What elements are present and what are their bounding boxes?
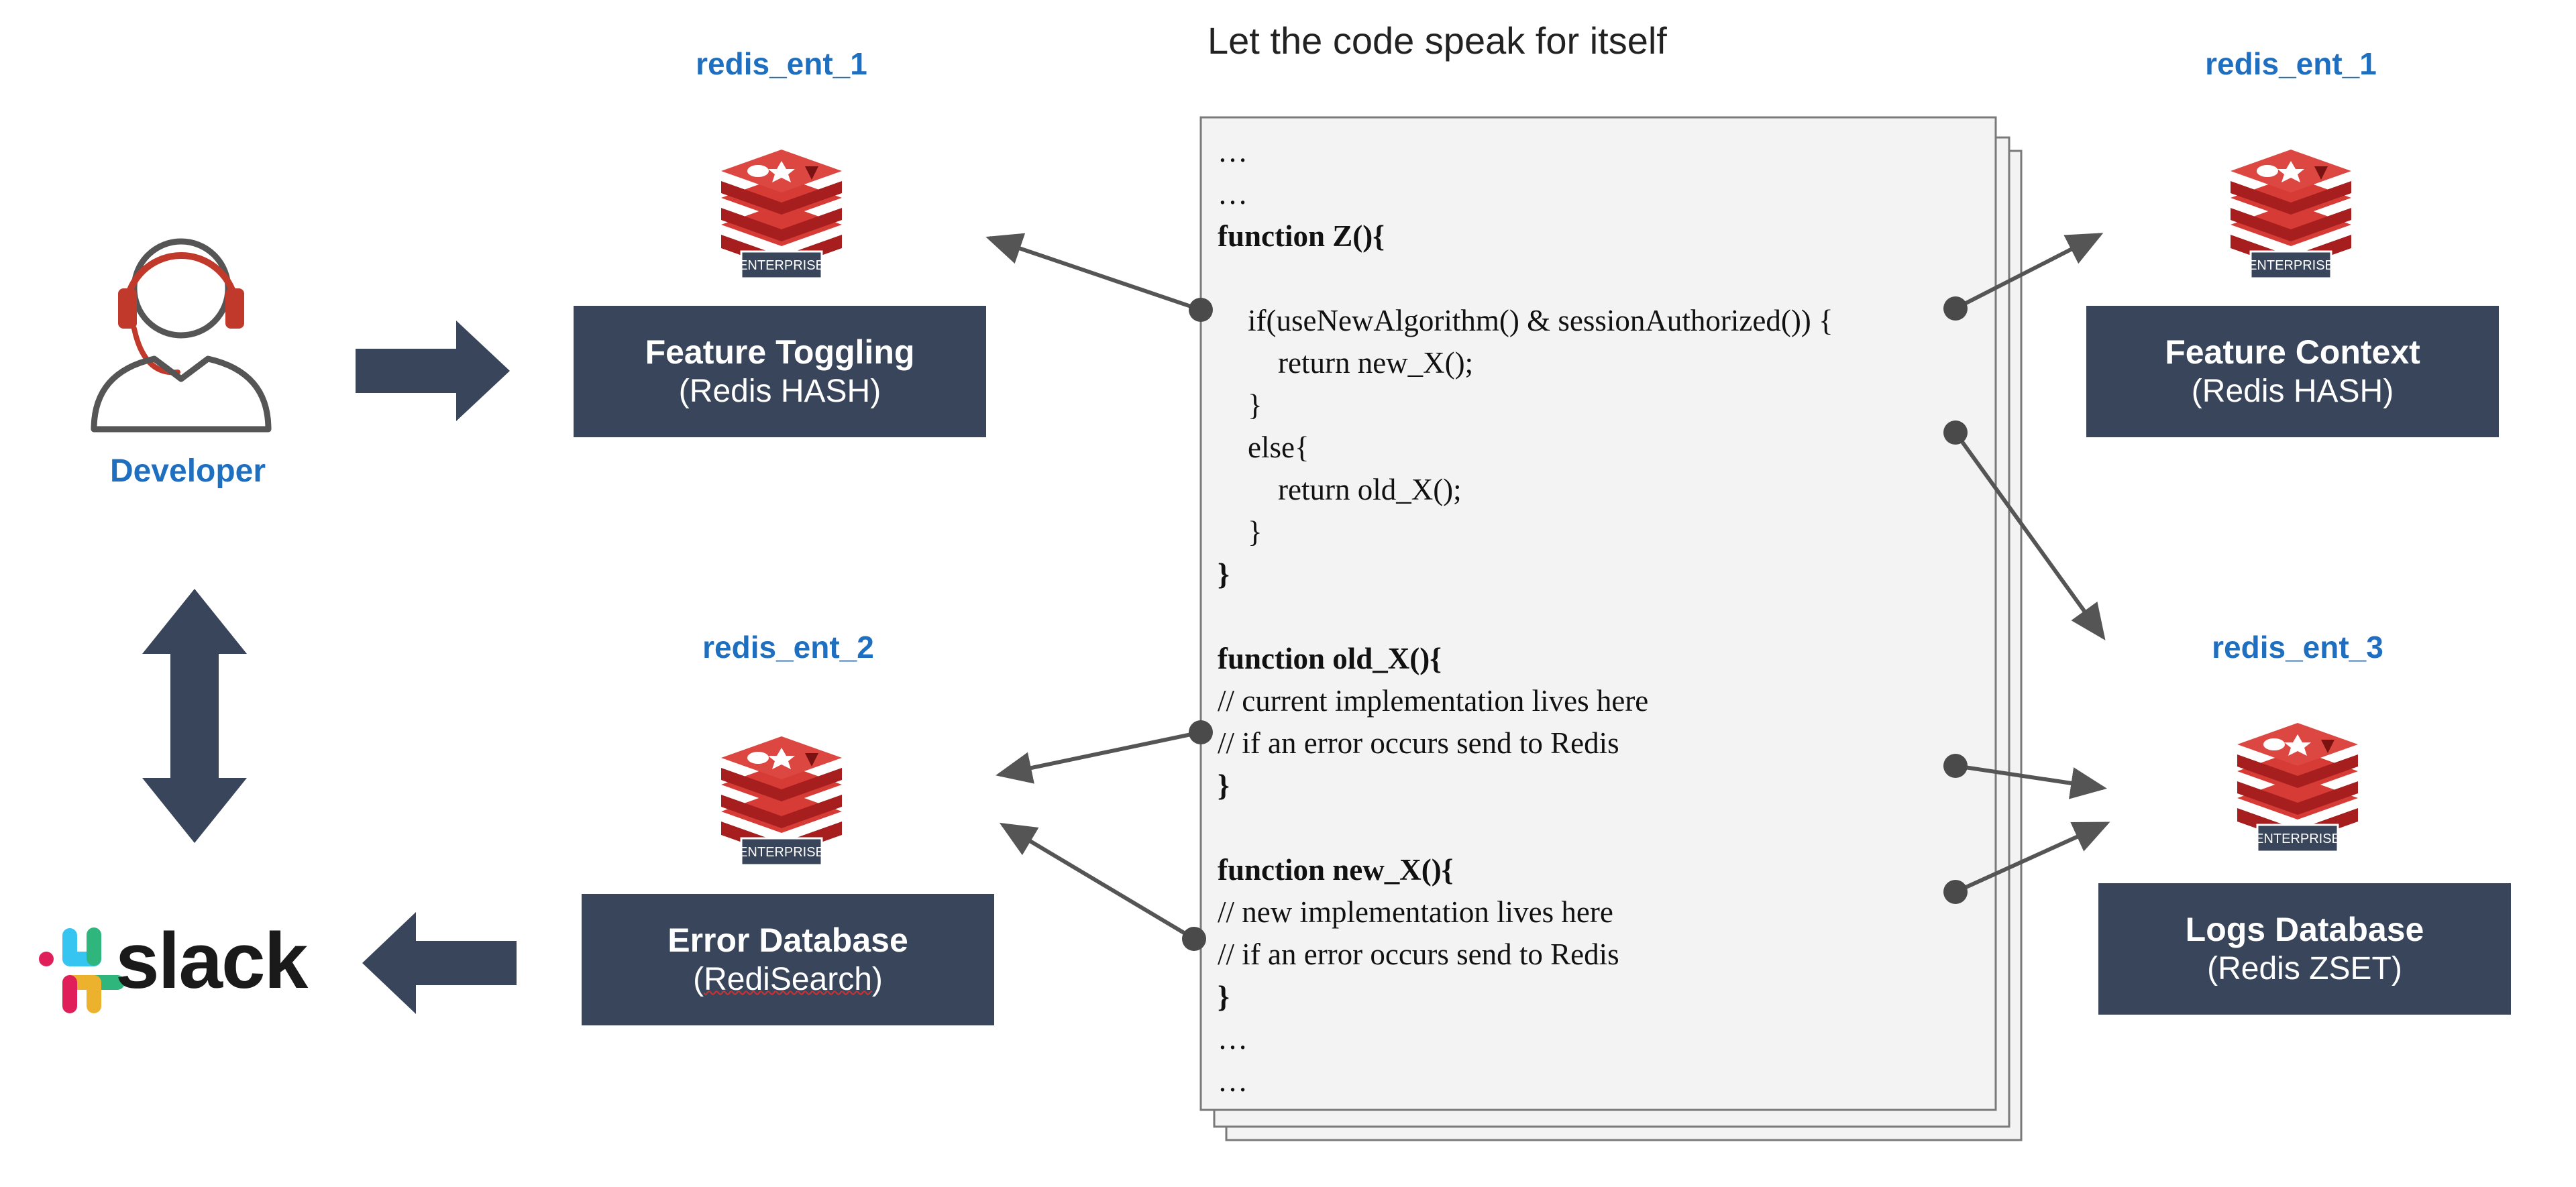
code-line: function new_X(){ bbox=[1218, 853, 1454, 887]
code-page-front bbox=[1199, 116, 1997, 1111]
feature-context-subtitle: (Redis HASH) bbox=[2191, 374, 2394, 410]
instance-label-feature-toggling: redis_ent_1 bbox=[696, 46, 867, 81]
code-line: // current implementation lives here bbox=[1218, 684, 1649, 718]
connector-dot bbox=[1189, 298, 1213, 322]
code-line: if(useNewAlgorithm() & sessionAuthorized… bbox=[1218, 304, 1833, 337]
code-line: return new_X(); bbox=[1218, 346, 1474, 380]
redis-enterprise-logo-icon: ENTERPRISE bbox=[721, 736, 842, 866]
code-line: … bbox=[1218, 177, 1248, 211]
code-line: } bbox=[1218, 980, 1230, 1013]
error-database-box: Error Database (RediSearch) bbox=[582, 894, 994, 1025]
redis-enterprise-logo-icon: ENTERPRISE bbox=[721, 150, 842, 280]
feature-context-box: Feature Context (Redis HASH) bbox=[2086, 306, 2499, 437]
code-line: function old_X(){ bbox=[1218, 642, 1442, 675]
code-line: } bbox=[1218, 515, 1263, 549]
code-line: … bbox=[1218, 1064, 1248, 1098]
connector-old-x-to-logs-db bbox=[1955, 764, 2107, 799]
developer-to-feature-toggling-arrow bbox=[356, 321, 510, 421]
connector-dot bbox=[1182, 927, 1206, 951]
logs-database-box: Logs Database (Redis ZSET) bbox=[2098, 883, 2511, 1015]
code-line bbox=[1218, 807, 1962, 849]
slack-wordmark: slack bbox=[115, 917, 308, 1005]
code-line: } bbox=[1218, 388, 1263, 422]
connector-new-x-to-error-db bbox=[999, 822, 1195, 941]
feature-toggling-subtitle: (Redis HASH) bbox=[678, 374, 881, 410]
feature-context-title: Feature Context bbox=[2165, 333, 2420, 372]
code-line: … bbox=[1218, 1022, 1248, 1056]
logs-database-subtitle: (Redis ZSET) bbox=[2207, 951, 2402, 987]
slack-logo-icon bbox=[39, 927, 125, 1013]
connector-z-to-logs-db bbox=[1953, 431, 2106, 640]
code-line: } bbox=[1218, 769, 1230, 802]
code-line: // new implementation lives here bbox=[1218, 895, 1613, 929]
enterprise-badge: ENTERPRISE bbox=[739, 845, 824, 860]
connector-dot bbox=[1943, 420, 1968, 445]
code-line bbox=[1218, 596, 1962, 638]
error-db-to-slack-arrow bbox=[362, 912, 517, 1014]
code-line: return old_X(); bbox=[1218, 473, 1462, 506]
diagram-title: Let the code speak for itself bbox=[1208, 19, 1667, 62]
connector-new-x-to-logs-db bbox=[1954, 822, 2110, 894]
code-line: function Z(){ bbox=[1218, 219, 1385, 253]
instance-label-logs-database: redis_ent_3 bbox=[2212, 630, 2383, 665]
enterprise-badge: ENTERPRISE bbox=[739, 258, 824, 273]
instance-label-error-database: redis_ent_2 bbox=[702, 630, 874, 665]
connector-z-to-feature-toggling bbox=[985, 233, 1201, 312]
code-line: // if an error occurs send to Redis bbox=[1218, 938, 1619, 971]
code-line: // if an error occurs send to Redis bbox=[1218, 726, 1619, 760]
error-database-subtitle: (RediSearch) bbox=[693, 962, 883, 998]
connector-dot bbox=[1189, 720, 1213, 744]
connector-z-to-feature-context bbox=[1954, 233, 2104, 310]
enterprise-badge: ENTERPRISE bbox=[2255, 832, 2341, 846]
developer-headset-icon bbox=[91, 238, 272, 433]
connector-old-x-to-error-db bbox=[996, 730, 1201, 784]
instance-label-feature-context: redis_ent_1 bbox=[2205, 46, 2377, 81]
developer-label: Developer bbox=[109, 453, 266, 489]
developer-slack-bidirectional-arrow bbox=[142, 589, 247, 843]
connector-dot bbox=[1943, 880, 1968, 904]
error-database-title: Error Database bbox=[667, 921, 908, 960]
connector-dot bbox=[1943, 296, 1968, 321]
code-line: … bbox=[1218, 135, 1248, 168]
feature-toggling-title: Feature Toggling bbox=[645, 333, 915, 372]
connector-dot bbox=[1943, 754, 1968, 778]
redis-enterprise-logo-icon: ENTERPRISE bbox=[2237, 723, 2358, 853]
code-line: else{ bbox=[1218, 431, 1309, 464]
enterprise-badge: ENTERPRISE bbox=[2248, 258, 2334, 273]
redis-enterprise-logo-icon: ENTERPRISE bbox=[2231, 150, 2351, 280]
feature-toggling-box: Feature Toggling (Redis HASH) bbox=[574, 306, 986, 437]
logs-database-title: Logs Database bbox=[2185, 911, 2424, 949]
code-listing: … … function Z(){ if(useNewAlgorithm() & s… bbox=[1218, 131, 1962, 1103]
code-line: } bbox=[1218, 557, 1230, 591]
code-line bbox=[1218, 258, 1962, 300]
